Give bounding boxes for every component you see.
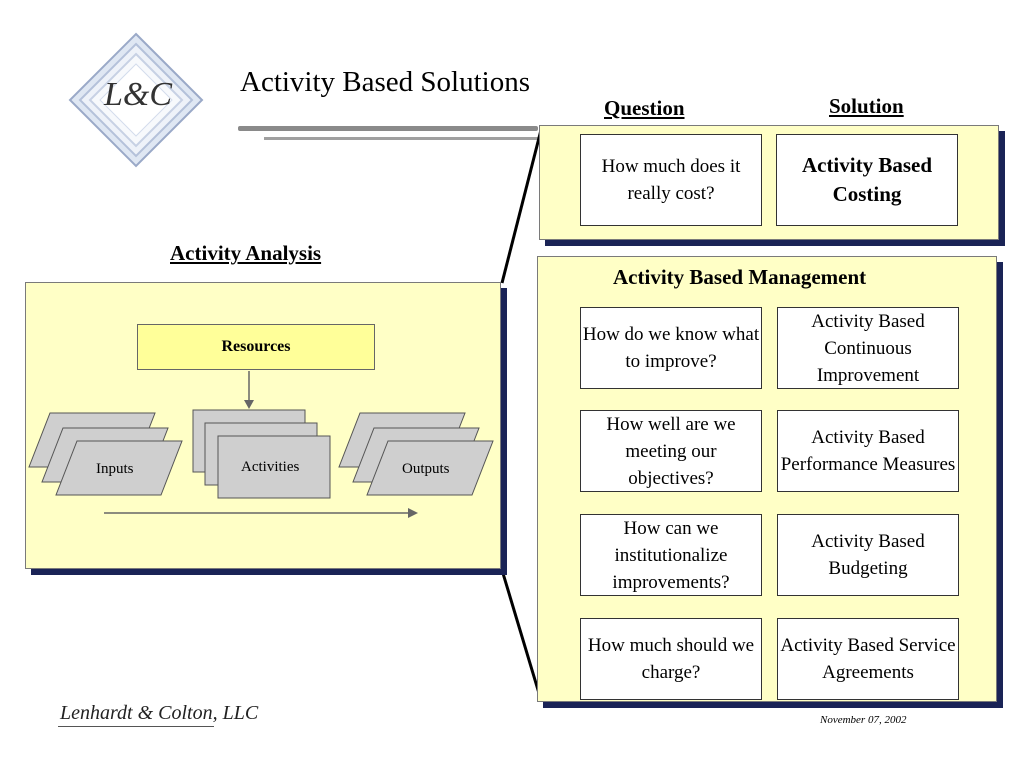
solution-box: Activity Based Service Agreements xyxy=(777,618,959,700)
footer-logo-rule xyxy=(58,726,214,727)
logo-letters: L&C xyxy=(104,76,173,113)
inputs-shape-stack xyxy=(28,412,183,496)
solution-header: Solution xyxy=(829,94,904,118)
solution-box: Activity Based Budgeting xyxy=(777,514,959,596)
costing-panel: How much does it really cost? Activity B… xyxy=(539,125,999,240)
title-rule-thin xyxy=(264,137,540,140)
activities-label: Activities xyxy=(241,459,300,475)
question-box: How do we know what to improve? xyxy=(580,307,762,389)
outputs-label: Outputs xyxy=(402,461,450,477)
question-box: How much should we charge? xyxy=(580,618,762,700)
footer-company-logo: Lenhardt & Colton, LLC xyxy=(60,702,259,724)
title-rule xyxy=(238,126,538,131)
question-header: Question xyxy=(604,96,685,120)
question-box: How well are we meeting our objectives? xyxy=(580,410,762,492)
abm-title: Activity Based Management xyxy=(613,265,867,289)
question-box-cost: How much does it really cost? xyxy=(580,134,762,226)
company-logo: L&C xyxy=(66,30,206,170)
inputs-label: Inputs xyxy=(96,461,134,477)
outputs-shape-stack xyxy=(338,412,494,496)
question-box: How can we institutionalize improvements… xyxy=(580,514,762,596)
solution-box: Activity Based Performance Measures xyxy=(777,410,959,492)
solution-box: Activity Based Continuous Improvement xyxy=(777,307,959,389)
solution-box-costing: Activity Based Costing xyxy=(776,134,958,226)
activity-analysis-title: Activity Analysis xyxy=(170,241,322,265)
resources-box: Resources xyxy=(137,324,375,370)
activities-shape-stack xyxy=(192,409,331,499)
page-title: Activity Based Solutions xyxy=(240,66,530,98)
footer-date: November 07, 2002 xyxy=(820,714,907,726)
abm-panel: Activity Based Management How do we know… xyxy=(537,256,997,702)
